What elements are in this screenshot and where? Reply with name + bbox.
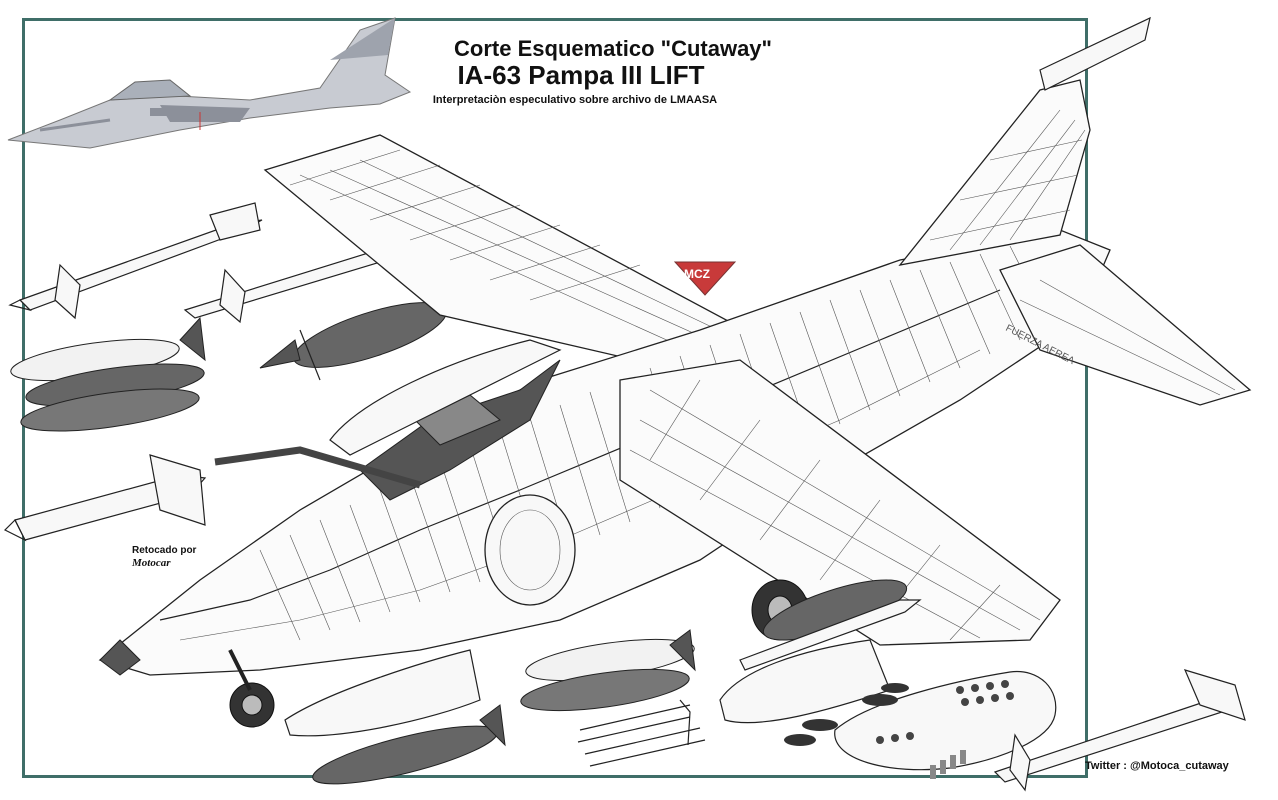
twitter-credit: Twitter : @Motoca_cutaway — [1085, 760, 1229, 772]
lower-wing — [619, 359, 1061, 646]
drop-tank-upper — [329, 339, 562, 456]
title-line-1: Corte Esquematico "Cutaway" — [454, 36, 772, 61]
horizontal-stabilizer: FUERZA AEREA — [999, 244, 1252, 406]
bomb-pair-bottom-center — [520, 629, 696, 712]
bomb-center-left — [259, 302, 447, 381]
missile-second-left — [183, 237, 432, 324]
missile-bottom-right — [993, 669, 1246, 792]
underwing-missile — [739, 599, 922, 671]
color-side-view-thumbnail — [7, 17, 412, 149]
vertical-tail — [898, 16, 1151, 266]
rocket-pod-bottom-right — [834, 670, 1057, 771]
drop-tank-bottom-right — [719, 639, 891, 724]
logo-text: MCZ — [684, 267, 710, 281]
fuel-tank-bottom-left — [284, 649, 481, 737]
retouched-by-label: Retocado por — [132, 545, 197, 556]
subtitle: Interpretaciòn especulativo sobre archiv… — [432, 94, 718, 106]
bomb-pair-left — [10, 316, 206, 432]
rockets-bottom — [577, 699, 706, 767]
missile-lower-left — [3, 454, 207, 542]
mcz-logo: MCZ — [673, 261, 737, 296]
small-bombs-bottom — [784, 683, 966, 779]
missile-upper-left — [8, 202, 263, 320]
fuselage — [98, 229, 1111, 676]
nose-landing-gear — [228, 649, 275, 728]
bomb-bottom-left — [312, 704, 506, 785]
title-line-2: IA-63 Pampa III LIFT — [457, 60, 705, 90]
signature: Motocar — [132, 557, 171, 569]
drawing-frame — [22, 18, 1088, 778]
